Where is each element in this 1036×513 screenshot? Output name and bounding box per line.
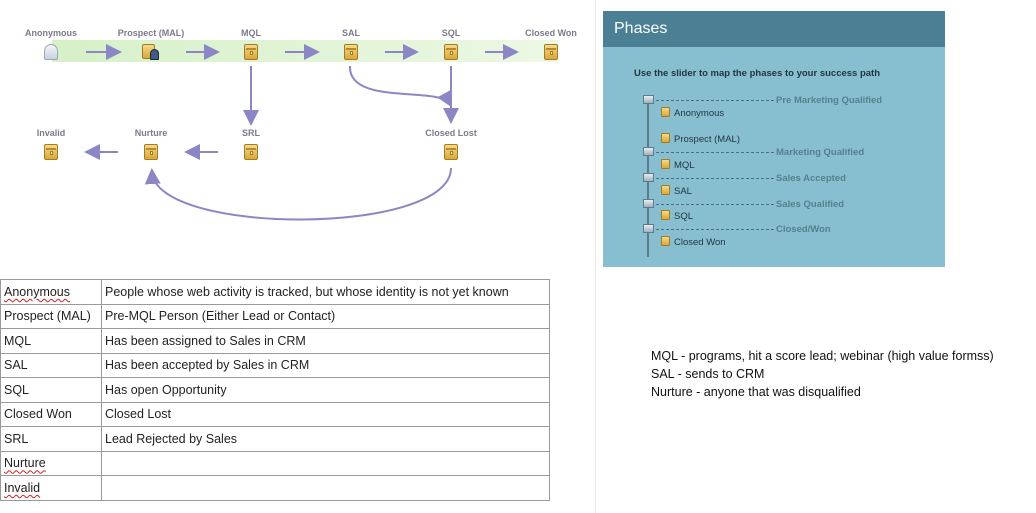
closed-lost-box-icon (444, 144, 458, 160)
note-line: SAL - sends to CRM (651, 367, 765, 381)
phases-title: Phases (603, 11, 945, 47)
label-prospect: Prospect (MAL) (117, 28, 185, 38)
table-row: MQL Has been assigned to Sales in CRM (0, 328, 550, 354)
term-cell: Nurture (4, 456, 46, 471)
arrow-closedlost-nurture (144, 167, 452, 221)
box-icon (661, 236, 670, 246)
sql-box-icon (444, 44, 458, 60)
phase-label: Pre Marketing Qualified (776, 95, 883, 106)
label-closed-lost: Closed Lost (425, 128, 477, 138)
label-anonymous: Anonymous (24, 28, 78, 38)
stage-item: SAL (661, 185, 692, 197)
phase-label: Sales Accepted (776, 173, 846, 184)
phase-divider (656, 204, 774, 205)
slider-handle-2[interactable] (643, 147, 654, 156)
stage-item: SQL (661, 210, 693, 222)
sal-box-icon (344, 44, 358, 60)
mql-box-icon (244, 44, 258, 60)
ghost-icon (44, 44, 58, 60)
phases-instruction: Use the slider to map the phases to your… (634, 68, 881, 79)
table-row: Nurture (0, 450, 550, 476)
desc-cell: Pre-MQL Person (Either Lead or Contact) (105, 309, 336, 324)
box-icon (661, 107, 670, 117)
nurture-box-icon (144, 144, 158, 160)
phase-label: Sales Qualified (776, 199, 845, 210)
table-row: SQL Has open Opportunity (0, 377, 550, 403)
invalid-box-icon (44, 144, 58, 160)
label-srl: SRL (242, 128, 260, 138)
phase-label: Closed/Won (776, 224, 831, 235)
stage-item: Anonymous (661, 107, 724, 119)
stage-item: Closed Won (661, 236, 726, 248)
closed-won-box-icon (544, 44, 558, 60)
term-cell: Prospect (MAL) (4, 309, 91, 324)
term-cell: Invalid (4, 480, 41, 495)
slider-handle-3[interactable] (643, 173, 654, 182)
slider-handle-1[interactable] (643, 95, 654, 104)
phase-divider (656, 100, 774, 101)
table-row: Invalid (0, 475, 550, 501)
slider-handle-5[interactable] (643, 224, 654, 233)
column-divider (595, 0, 596, 513)
label-mql: MQL (241, 28, 261, 38)
phase-divider (656, 178, 774, 179)
term-cell: Closed Won (4, 407, 72, 422)
definitions-table: Anonymous People whose web activity is t… (0, 279, 550, 501)
table-row: Prospect (MAL) Pre-MQL Person (Either Le… (0, 303, 550, 329)
label-invalid: Invalid (36, 128, 66, 138)
arrow-sal-closedlost (348, 65, 452, 108)
table-row: Closed Won Closed Lost (0, 401, 550, 427)
box-icon (661, 133, 670, 143)
label-sal: SAL (342, 28, 360, 38)
box-icon (661, 185, 670, 195)
table-row: SAL Has been accepted by Sales in CRM (0, 352, 550, 378)
slider-handle-4[interactable] (643, 199, 654, 208)
people-box-icon (142, 43, 160, 60)
label-nurture: Nurture (134, 128, 168, 138)
desc-cell: Lead Rejected by Sales (105, 431, 238, 446)
term-cell: SRL (4, 431, 29, 446)
phases-panel: Phases Use the slider to map the phases … (603, 11, 945, 267)
term-cell: SAL (4, 358, 28, 373)
desc-cell: Has been accepted by Sales in CRM (105, 358, 310, 373)
phase-divider (656, 152, 774, 153)
note-line: MQL - programs, hit a score lead; webina… (651, 349, 994, 363)
desc-cell: Has open Opportunity (105, 382, 227, 397)
box-icon (661, 159, 670, 169)
box-icon (661, 210, 670, 220)
desc-cell: Closed Lost (105, 407, 172, 422)
desc-cell: People whose web activity is tracked, bu… (105, 284, 509, 299)
phase-label: Marketing Qualified (776, 147, 865, 158)
srl-box-icon (244, 144, 258, 160)
label-sql: SQL (441, 28, 461, 38)
note-line: Nurture - anyone that was disqualified (651, 385, 861, 399)
stage-item: MQL (661, 159, 695, 171)
notes-block: MQL - programs, hit a score lead; webina… (651, 347, 994, 401)
flow-arrows (84, 44, 519, 221)
term-cell: MQL (4, 333, 32, 348)
phase-divider (656, 229, 774, 230)
term-cell: SQL (4, 382, 30, 397)
label-closed-won: Closed Won (525, 28, 577, 38)
table-row: SRL Lead Rejected by Sales (0, 426, 550, 452)
stage-item: Prospect (MAL) (661, 133, 740, 145)
term-cell: Anonymous (4, 284, 71, 299)
table-row: Anonymous People whose web activity is t… (0, 279, 550, 305)
desc-cell: Has been assigned to Sales in CRM (105, 333, 306, 348)
